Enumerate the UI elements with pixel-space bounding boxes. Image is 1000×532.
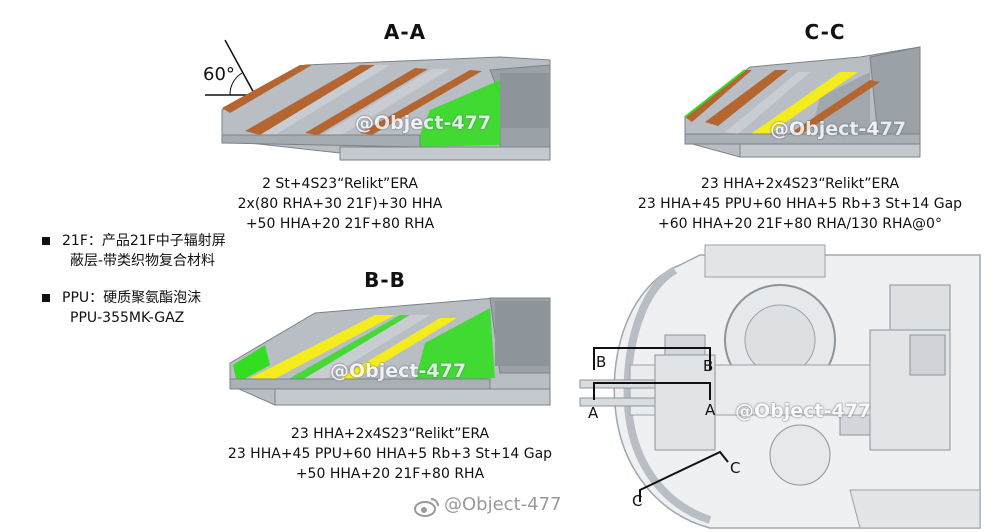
angle-label: 60° <box>203 64 235 85</box>
plan-label-b-right: B <box>703 357 713 375</box>
section-aa-caption: 2 St+4S23“Relikt”ERA 2x(80 RHA+30 21F)+3… <box>190 174 490 234</box>
turret-plan-view: B B A A C C <box>579 244 981 529</box>
bullet-icon <box>42 294 50 302</box>
caption-line: 23 HHA+2x4S23“Relikt”ERA <box>290 426 490 442</box>
watermark-bb: @Object-477 <box>330 360 467 382</box>
section-cc-caption: 23 HHA+2x4S23“Relikt”ERA 23 HHA+45 PPU+6… <box>610 174 990 234</box>
section-aa-title: A-A <box>383 20 427 44</box>
caption-line: 23 HHA+2x4S23“Relikt”ERA <box>700 176 900 192</box>
caption-line: 2x(80 RHA+30 21F)+30 HHA <box>237 196 443 212</box>
legend-line: PPU-355MK-GAZ <box>70 310 185 326</box>
legend-ppu: PPU：硬质聚氨酯泡沫 PPU-355MK-GAZ <box>42 288 201 328</box>
caption-line: 23 HHA+45 PPU+60 HHA+5 Rb+3 St+14 Gap <box>227 446 553 462</box>
watermark-aa: @Object-477 <box>355 112 492 134</box>
weibo-icon <box>414 496 440 522</box>
caption-line: +50 HHA+20 21F+80 RHA <box>245 216 435 232</box>
plan-label-b-left: B <box>596 353 606 371</box>
plan-label-c-bottom: C <box>632 492 642 510</box>
caption-line: +60 HHA+20 21F+80 RHA/130 RHA@0° <box>658 216 942 232</box>
plan-label-a-right: A <box>705 401 716 419</box>
footer-watermark: @Object-477 <box>444 494 562 515</box>
legend-line: 21F：产品21F中子辐射屏 <box>62 233 226 249</box>
section-aa-drawing <box>205 39 551 161</box>
caption-line: 2 St+4S23“Relikt”ERA <box>262 176 418 192</box>
section-bb-drawing <box>229 297 551 406</box>
section-bb-title: B-B <box>364 268 406 292</box>
plan-label-c-right: C <box>730 459 740 477</box>
plan-label-a-left: A <box>588 404 599 422</box>
watermark-plan: @Object-477 <box>735 400 872 422</box>
watermark-cc: @Object-477 <box>770 118 907 140</box>
bullet-icon <box>42 237 50 245</box>
section-cc-title: C-C <box>804 20 846 44</box>
legend-line: PPU：硬质聚氨酯泡沫 <box>62 290 202 306</box>
section-cc-drawing <box>684 46 921 158</box>
section-bb-caption: 23 HHA+2x4S23“Relikt”ERA 23 HHA+45 PPU+6… <box>200 424 580 484</box>
legend-line: 蔽层-带类织物复合材料 <box>70 253 216 269</box>
caption-line: 23 HHA+45 PPU+60 HHA+5 Rb+3 St+14 Gap <box>637 196 963 212</box>
legend-21f: 21F：产品21F中子辐射屏 蔽层-带类织物复合材料 <box>42 231 226 271</box>
caption-line: +50 HHA+20 21F+80 RHA <box>295 466 485 482</box>
